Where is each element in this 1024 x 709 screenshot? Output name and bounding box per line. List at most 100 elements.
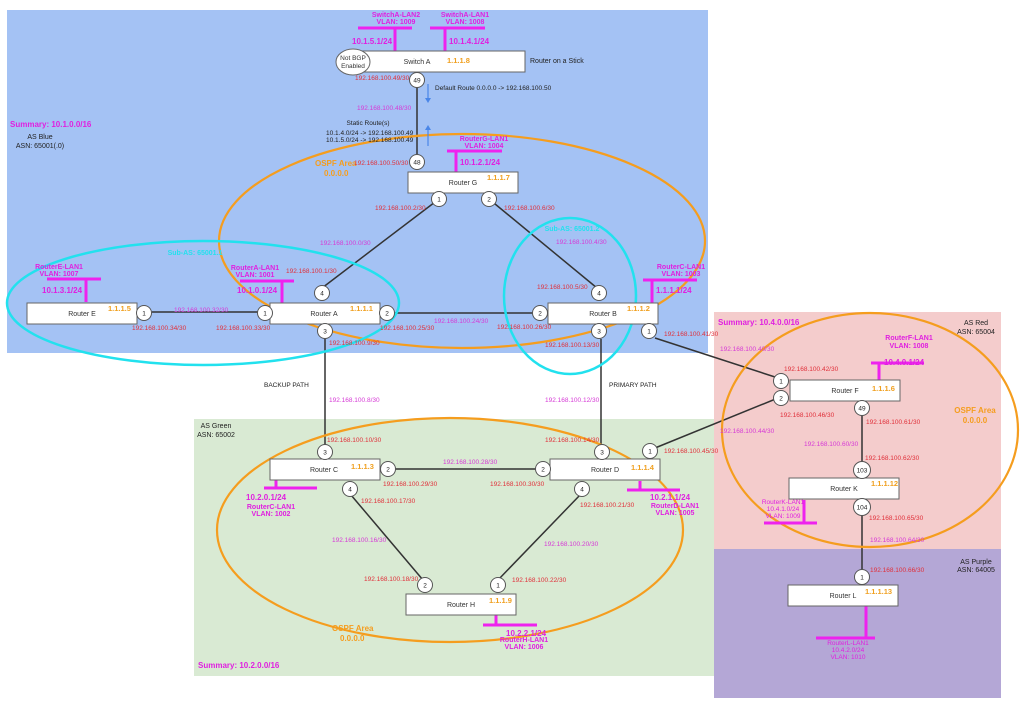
router-b-rid: 1.1.1.2 xyxy=(627,304,650,313)
router-f-box[interactable] xyxy=(789,379,901,402)
ports: 49 48 1 2 4 1 2 3 1 4 2 3 1 1 2 49 103 104 1 3 2 4 3 1 2 4 2 1 xyxy=(136,72,871,593)
port-b-3[interactable]: 3 xyxy=(591,323,607,339)
lan-c-name: RouterC-LAN1 xyxy=(247,504,295,511)
router-f-name: Router F xyxy=(831,388,858,395)
port-swa-49-circle xyxy=(409,72,425,88)
switch-a-rid: 1.1.1.8 xyxy=(447,56,470,65)
lan-l-vlan: VLAN: 1010 xyxy=(830,654,865,661)
port-d-4[interactable]: 4 xyxy=(574,481,590,497)
static-route-title: Static Route(s) xyxy=(347,120,390,127)
port-f-2[interactable]: 2 xyxy=(773,390,789,406)
switch-a-box[interactable] xyxy=(351,50,526,73)
port-h-1[interactable]: 1 xyxy=(490,577,506,593)
router-g-name: Router G xyxy=(449,180,477,187)
port-g-48-label: 48 xyxy=(413,160,421,167)
not-bgp-line1: Not BGP xyxy=(340,55,366,62)
port-a-1[interactable]: 1 xyxy=(257,305,273,321)
lan-swa2-vlan: VLAN: 1009 xyxy=(377,19,416,26)
links xyxy=(152,80,863,581)
lan-swa1-vlan: VLAN: 1008 xyxy=(446,19,485,26)
router-h-box[interactable] xyxy=(405,593,517,616)
router-k-box[interactable] xyxy=(788,477,900,500)
port-a-4[interactable]: 4 xyxy=(314,285,330,301)
ospf-label-blue: OSPF Area xyxy=(315,159,357,168)
ospf-area-red-boundary xyxy=(720,311,1020,549)
ip-h1: 192.168.100.22/30 xyxy=(512,577,567,584)
port-d-1[interactable]: 1 xyxy=(642,443,658,459)
router-d-name: Router D xyxy=(591,467,619,474)
port-c-3-label: 3 xyxy=(323,450,327,457)
net-f-k: 192.168.100.60/30 xyxy=(804,441,859,448)
link-G-B xyxy=(488,198,598,289)
port-f-49[interactable]: 49 xyxy=(854,400,870,416)
port-e-1[interactable]: 1 xyxy=(136,305,152,321)
port-b-1[interactable]: 1 xyxy=(641,323,657,339)
blue-summary: Summary: 10.1.0.0/16 xyxy=(10,120,92,129)
router-l-box[interactable] xyxy=(787,584,899,607)
port-f-1-label: 1 xyxy=(779,379,783,386)
lan-a-vlan: VLAN: 1001 xyxy=(236,272,275,279)
port-c-2[interactable]: 2 xyxy=(380,461,396,477)
sub-as-2-label: Sub-AS: 65001.2 xyxy=(545,226,600,233)
port-a-2-circle xyxy=(379,305,395,321)
lan-swa2-name: SwitchA-LAN2 xyxy=(372,12,420,19)
red-asn: ASN: 65004 xyxy=(957,329,995,336)
port-c-4-circle xyxy=(342,481,358,497)
ospf-id-green: 0.0.0.0 xyxy=(340,634,365,643)
lan-a-ip: 10.1.0.1/24 xyxy=(237,286,278,295)
lan-f-vlan: VLAN: 1008 xyxy=(890,343,929,350)
not-bgp-line2: Enabled xyxy=(341,63,365,70)
port-c-3-circle xyxy=(317,444,333,460)
default-route-label: Default Route 0.0.0.0 -> 192.168.100.50 xyxy=(435,85,552,92)
net-k-l: 192.168.100.64/30 xyxy=(870,537,925,544)
link-D-F xyxy=(654,397,779,449)
static-route-arrow-head xyxy=(425,125,431,130)
port-b-2[interactable]: 2 xyxy=(532,305,548,321)
ip-f2: 192.168.100.46/30 xyxy=(780,412,835,419)
port-d-2-label: 2 xyxy=(541,467,545,474)
port-b-1-label: 1 xyxy=(647,329,651,336)
port-a-2[interactable]: 2 xyxy=(379,305,395,321)
ip-h2: 192.168.100.18/30 xyxy=(364,576,419,583)
lan-segments xyxy=(47,26,924,640)
port-c-3[interactable]: 3 xyxy=(317,444,333,460)
port-g-48[interactable]: 48 xyxy=(409,154,425,170)
router-g-box[interactable] xyxy=(407,171,519,194)
port-g-2[interactable]: 2 xyxy=(481,191,497,207)
lan-e-vlan: VLAN: 1007 xyxy=(40,271,79,278)
default-route-arrow-head xyxy=(425,98,431,103)
port-c-4[interactable]: 4 xyxy=(342,481,358,497)
port-g-2-label: 2 xyxy=(487,197,491,204)
port-h-2[interactable]: 2 xyxy=(417,577,433,593)
router-b-box[interactable] xyxy=(547,302,659,325)
ip-d3: 192.168.100.14/30 xyxy=(545,437,600,444)
ip-g1: 192.168.100.2/30 xyxy=(375,205,426,212)
lan-g-ip: 10.1.2.1/24 xyxy=(460,158,501,167)
sub-as-1-label: Sub-AS: 65001.1 xyxy=(168,250,223,257)
port-k-104[interactable]: 104 xyxy=(853,498,871,516)
ip-a2: 192.168.100.25/30 xyxy=(380,325,435,332)
port-l-1[interactable]: 1 xyxy=(854,569,870,585)
port-b-1-circle xyxy=(641,323,657,339)
port-k-103[interactable]: 103 xyxy=(853,461,871,479)
net-e-a: 192.168.100.32/30 xyxy=(174,307,229,314)
port-g-1-label: 1 xyxy=(437,197,441,204)
router-f-rid: 1.1.1.6 xyxy=(872,384,895,393)
port-b-4[interactable]: 4 xyxy=(591,285,607,301)
port-d-3[interactable]: 3 xyxy=(594,444,610,460)
port-swa-49[interactable]: 49 xyxy=(409,72,425,88)
primary-path-label: PRIMARY PATH xyxy=(609,382,657,389)
ospf-area-green-boundary xyxy=(215,416,685,644)
port-f-2-label: 2 xyxy=(779,396,783,403)
lan-h-vlan: VLAN: 1006 xyxy=(505,644,544,651)
port-a-1-label: 1 xyxy=(263,311,267,318)
port-b-4-label: 4 xyxy=(597,291,601,298)
ip-l1: 192.168.100.66/30 xyxy=(870,567,925,574)
port-d-2[interactable]: 2 xyxy=(535,461,551,477)
port-b-3-label: 3 xyxy=(597,329,601,336)
port-f-1[interactable]: 1 xyxy=(773,373,789,389)
router-a-name: Router A xyxy=(310,311,338,318)
port-a-3[interactable]: 3 xyxy=(317,323,333,339)
ip-g2: 192.168.100.6/30 xyxy=(504,205,555,212)
port-g-1[interactable]: 1 xyxy=(431,191,447,207)
